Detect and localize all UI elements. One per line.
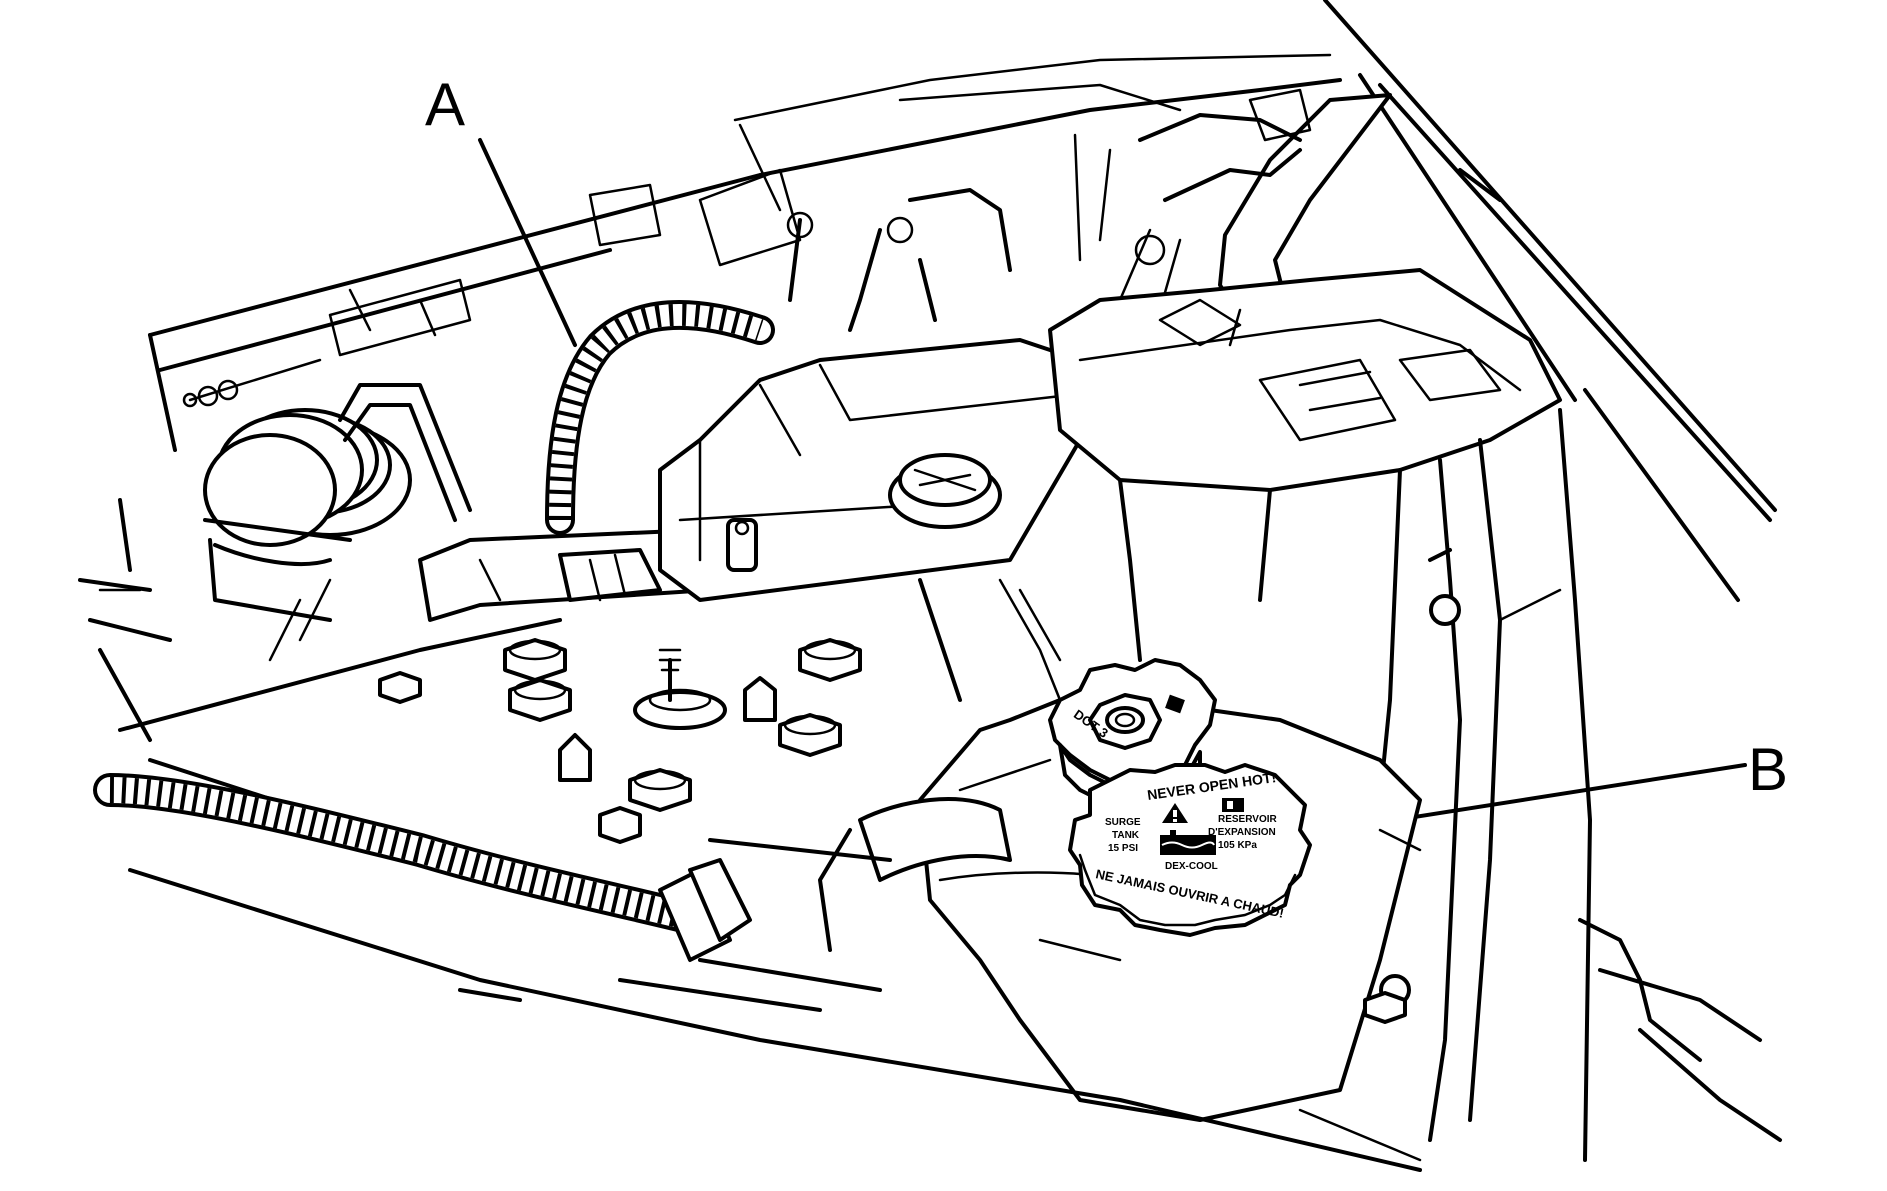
- bolt-2: [508, 678, 572, 722]
- strut-and-fender: [1428, 408, 1782, 1162]
- callout-a-leader-line: [478, 138, 577, 347]
- brake-booster: [203, 408, 412, 622]
- corrugated-hose-a: [545, 299, 775, 535]
- radiator-support: [78, 498, 1422, 1172]
- misc-details: [268, 548, 1452, 702]
- upper-wiring-harness: [786, 88, 1312, 332]
- manual-book-icon: [1222, 798, 1244, 812]
- engine-cover: [1048, 268, 1562, 802]
- bolt-7: [378, 671, 422, 704]
- bolt-3: [628, 768, 692, 812]
- pins: [558, 648, 777, 782]
- radiator-upper-hose: [818, 797, 1012, 952]
- surge-cap-right-line2: D'EXPANSION: [1208, 827, 1276, 838]
- bolt-8: [1363, 991, 1407, 1024]
- bolt-1: [503, 638, 567, 682]
- callout-b-label: B: [1748, 736, 1788, 803]
- surge-cap-right-line3: 105 KPa: [1218, 840, 1257, 851]
- surge-cap-left-line2: TANK: [1112, 830, 1140, 841]
- brake-lines: [338, 383, 712, 622]
- warning-triangle-icon: [1162, 803, 1188, 823]
- hood: [1323, 0, 1777, 602]
- bolt-4: [778, 713, 842, 757]
- surge-tank-cap: NEVER OPEN HOT! SURGE TANK 15 PSI RESERV…: [1068, 763, 1312, 937]
- surge-cap-right-line1: RESERVOIR: [1218, 814, 1277, 825]
- surge-cap-center-text: DEX-COOL: [1165, 861, 1218, 872]
- air-intake-box: [658, 338, 1082, 602]
- firewall: [148, 53, 1342, 452]
- front-wiring-harness: [93, 773, 752, 962]
- surge-cap-left-line3: 15 PSI: [1108, 843, 1138, 854]
- callout-a: A: [425, 71, 577, 347]
- callout-a-label: A: [425, 71, 465, 138]
- bolts: [378, 638, 1407, 1024]
- surge-cap-left-line1: SURGE: [1105, 817, 1141, 828]
- bolt-6: [598, 806, 642, 844]
- bolt-5: [798, 638, 862, 682]
- coolant-temperature-icon: [1160, 830, 1216, 855]
